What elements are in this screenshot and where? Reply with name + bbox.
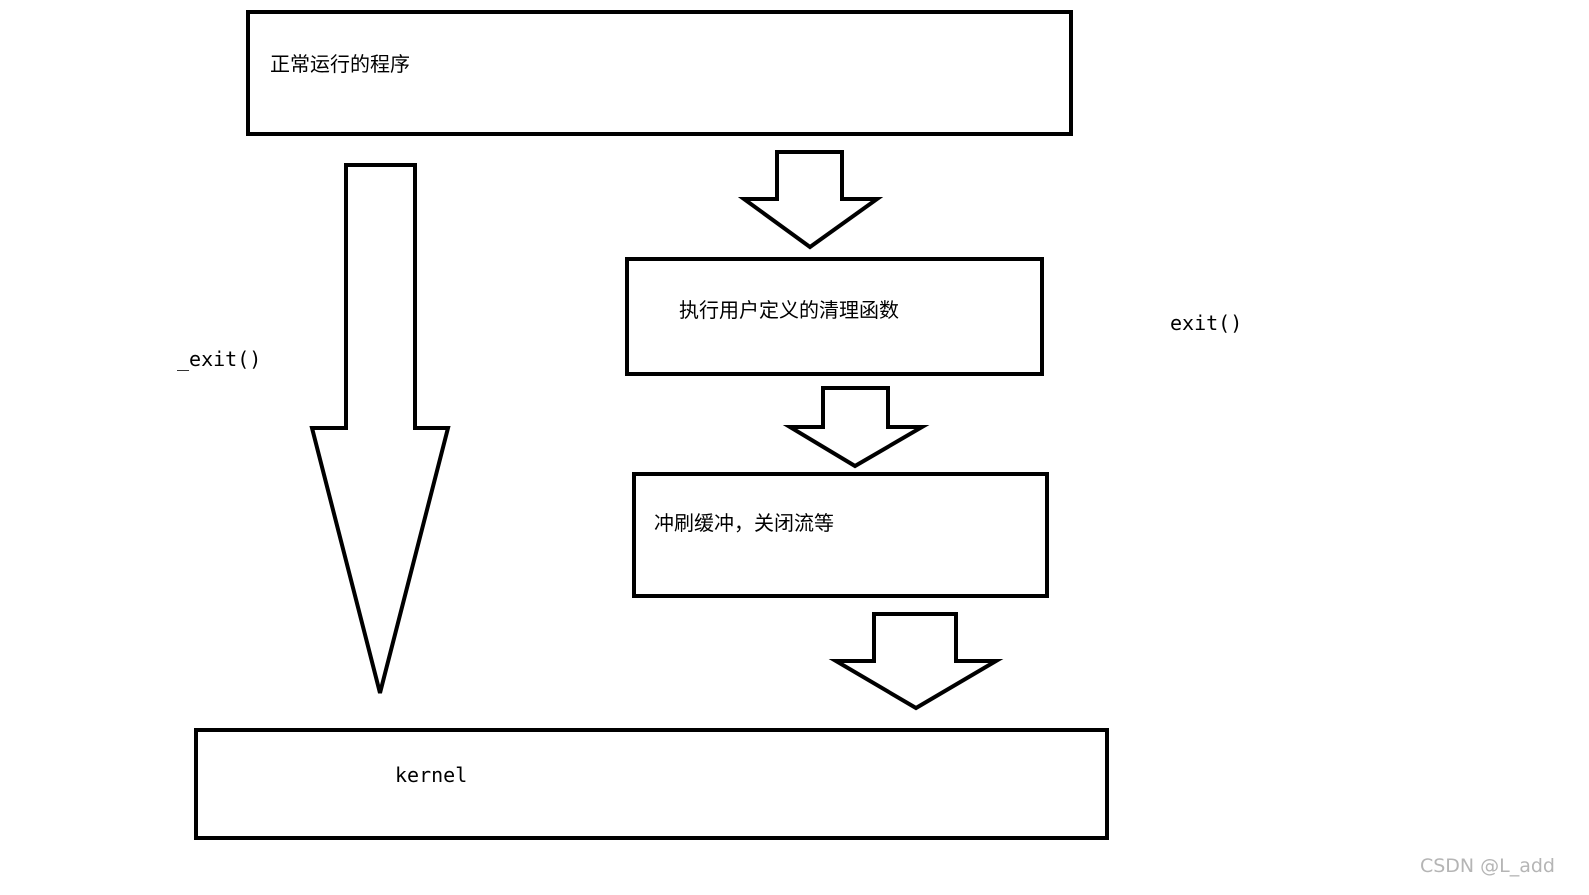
arrow-cleanup-to-flush [782,386,930,469]
kernel-box: kernel [194,728,1109,840]
cleanup-box-label: 执行用户定义的清理函数 [679,298,899,322]
arrow-program-to-cleanup [737,150,884,250]
flush-box: 冲刷缓冲，关闭流等 [632,472,1049,598]
watermark: CSDN @L_add [1419,855,1555,877]
cleanup-box: 执行用户定义的清理函数 [625,257,1044,376]
program-box-label: 正常运行的程序 [270,52,410,76]
exit-underscore-arrow [309,163,451,694]
exit-underscore-label: _exit() [177,347,261,371]
exit-label: exit() [1170,311,1242,335]
flush-box-label: 冲刷缓冲，关闭流等 [654,511,834,535]
kernel-box-label: kernel [395,763,467,787]
arrow-flush-to-kernel [828,612,1004,711]
program-box: 正常运行的程序 [246,10,1073,136]
